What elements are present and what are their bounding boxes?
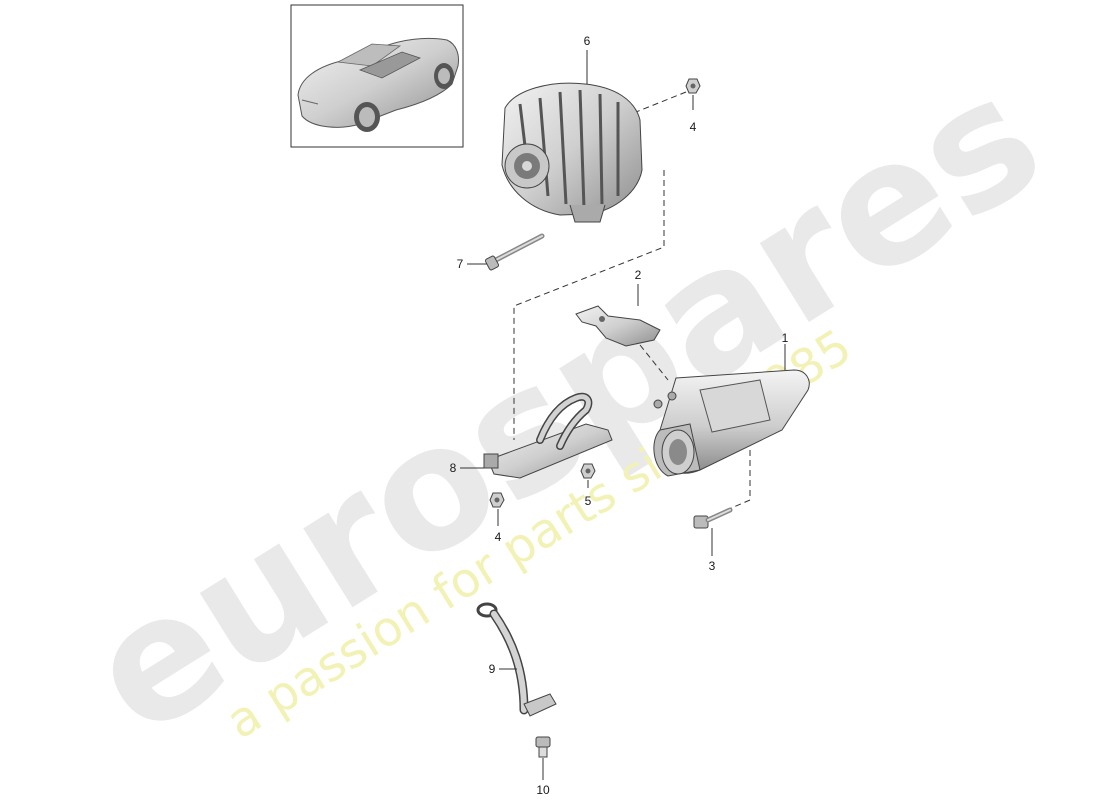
part-8-cable-assembly[interactable] [483,392,613,479]
vehicle-thumbnail [290,4,464,148]
callout-9: 9 [489,662,496,676]
car-convertible-icon [297,37,459,132]
part-3-bolt[interactable] [693,507,733,529]
part-5-nut[interactable] [580,463,596,479]
callout-8: 8 [450,461,457,475]
callout-3: 3 [709,559,716,573]
part-7-bolt[interactable] [484,233,545,271]
callout-2: 2 [635,268,642,282]
callout-labels: 6 4 7 2 1 8 4 5 3 9 10 [450,34,789,797]
callout-4-upper: 4 [690,120,697,134]
callout-10: 10 [536,783,550,797]
leader-lines [460,50,786,780]
part-9-ground-strap[interactable] [476,602,557,717]
part-6-alternator[interactable] [501,82,643,223]
callout-6: 6 [584,34,591,48]
part-1-starter-motor[interactable] [653,369,810,477]
part-10-bolt[interactable] [535,736,551,758]
part-2-bracket[interactable] [575,305,661,347]
callout-7: 7 [457,257,464,271]
part-4-nut-lower[interactable] [489,492,505,508]
callout-4-lower: 4 [495,530,502,544]
callout-1: 1 [782,331,789,345]
callout-5: 5 [585,494,592,508]
part-4-nut-upper[interactable] [685,78,701,94]
